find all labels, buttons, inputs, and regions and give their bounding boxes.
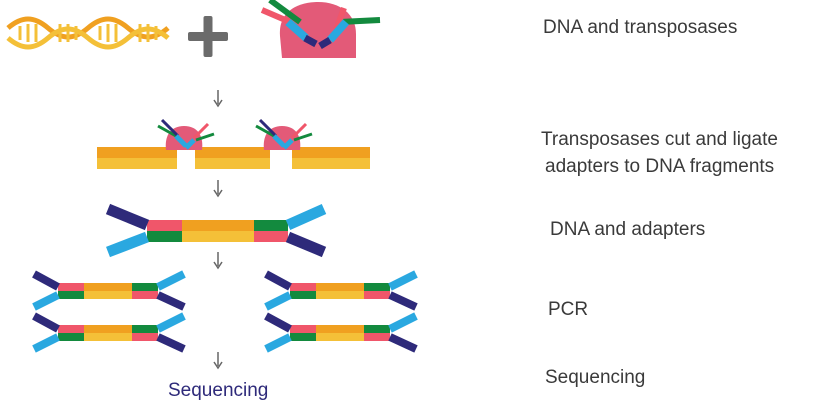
pcr-copy (264, 270, 418, 311)
step-tagmentation-label-line-2: adapters to DNA fragments (545, 156, 775, 177)
dna-helix-icon (6, 16, 170, 50)
sequencing-label: Sequencing (168, 380, 269, 401)
down-arrow-icon (213, 180, 223, 198)
dna-fragments (97, 147, 370, 169)
down-arrow-icon (213, 90, 223, 108)
step-tagmentation-label-line-1: Transposases cut and ligate (541, 129, 778, 150)
bound-transposase-icon (157, 118, 215, 150)
bound-transposase-icon (255, 118, 313, 150)
plus-icon (188, 16, 228, 57)
step-pcr-label: PCR (548, 299, 589, 320)
dna-with-adapters (105, 203, 327, 258)
pcr-copy (32, 312, 186, 353)
pcr-copy (32, 270, 186, 311)
transposase-icon (260, 0, 381, 58)
pcr-copy (264, 312, 418, 353)
step-dna-and-transposases-label: DNA and transposases (543, 17, 738, 38)
step-dna-and-adapters-label: DNA and adapters (550, 219, 706, 240)
step-sequencing-label: Sequencing (545, 367, 646, 388)
down-arrow-icon (213, 352, 223, 370)
down-arrow-icon (213, 252, 223, 270)
